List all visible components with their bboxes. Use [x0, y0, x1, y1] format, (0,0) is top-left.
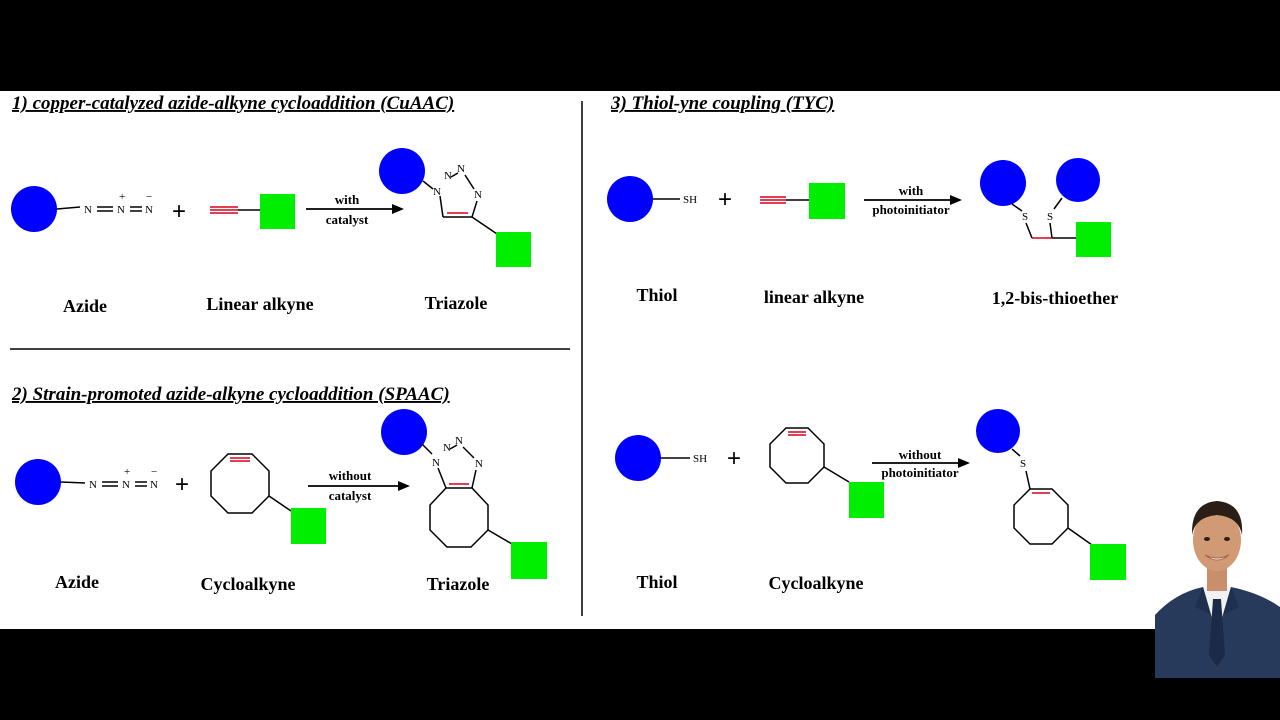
plus-charge: +: [124, 466, 130, 478]
green-group: [260, 194, 295, 229]
green-group: [496, 232, 531, 267]
blue-group: [980, 160, 1026, 206]
label-cycloalkyne: Cycloalkyne: [768, 573, 863, 593]
condition-top: without: [899, 447, 942, 462]
condition-bottom: catalyst: [326, 212, 369, 227]
azide-molecule: N N + N −: [15, 459, 158, 505]
blue-group: [11, 186, 57, 232]
green-group: [1090, 544, 1126, 580]
atom-s: S: [1020, 458, 1026, 470]
atom-n: N: [89, 479, 97, 491]
atom-n: N: [474, 189, 482, 201]
atom-n: N: [455, 435, 463, 447]
blue-group: [379, 148, 425, 194]
atom-sh: SH: [693, 453, 707, 465]
atom-n: N: [433, 186, 441, 198]
green-group: [511, 542, 547, 579]
green-group: [849, 482, 884, 518]
blue-group: [615, 435, 661, 481]
green-group: [809, 183, 845, 219]
plus-sign: +: [727, 445, 741, 472]
plus-charge: +: [119, 191, 125, 203]
cycloalkyne-molecule: [210, 453, 326, 544]
reaction-arrow: without photoinitiator: [872, 447, 970, 480]
atom-n: N: [122, 479, 130, 491]
minus-charge: −: [146, 191, 152, 203]
condition-bottom: photoinitiator: [881, 465, 959, 480]
section-tyc: 3) Thiol-yne coupling (TYC) SH + with ph…: [607, 93, 1126, 593]
atom-n: N: [150, 479, 158, 491]
atom-n: N: [475, 458, 483, 470]
atom-s: S: [1022, 211, 1028, 223]
blue-group: [607, 176, 653, 222]
thiol-molecule: SH: [607, 176, 697, 222]
reaction-diagram: 1) copper-catalyzed azide-alkyne cycload…: [10, 93, 1126, 616]
condition-top: with: [899, 183, 924, 198]
condition-top: without: [329, 468, 372, 483]
title-tyc: 3) Thiol-yne coupling (TYC): [610, 93, 834, 114]
title-cuaac: 1) copper-catalyzed azide-alkyne cycload…: [12, 93, 454, 114]
label-azide: Azide: [63, 296, 107, 316]
label-triazole: Triazole: [427, 574, 490, 594]
blue-group: [381, 409, 427, 455]
presenter-photo: [1155, 495, 1280, 678]
title-spaac: 2) Strain-promoted azide-alkyne cycloadd…: [11, 384, 450, 405]
linear-alkyne-molecule: [210, 194, 295, 229]
blue-group: [976, 409, 1020, 453]
bis-thioether-product: S S: [980, 158, 1111, 257]
atom-n: N: [84, 204, 92, 216]
reaction-arrow: without catalyst: [308, 468, 410, 503]
label-thiol: Thiol: [636, 572, 677, 592]
reaction-arrow: with catalyst: [306, 192, 404, 227]
condition-top: with: [335, 192, 360, 207]
atom-s: S: [1047, 211, 1053, 223]
blue-group: [15, 459, 61, 505]
slide: 1) copper-catalyzed azide-alkyne cycload…: [0, 91, 1280, 678]
atom-sh: SH: [683, 194, 697, 206]
blue-group: [1056, 158, 1100, 202]
green-group: [291, 508, 326, 544]
section-spaac: 2) Strain-promoted azide-alkyne cycloadd…: [11, 384, 547, 594]
green-group: [1076, 222, 1111, 257]
minus-charge: −: [151, 466, 157, 478]
triazole-product: N N N N: [381, 409, 547, 579]
triazole-product: N N N N: [379, 148, 531, 267]
linear-alkyne-molecule: [760, 183, 845, 219]
reaction-arrow: with photoinitiator: [864, 183, 962, 217]
label-cycloalkyne: Cycloalkyne: [200, 574, 295, 594]
label-triazole: Triazole: [425, 293, 488, 313]
atom-n: N: [117, 204, 125, 216]
azide-molecule: N N + N −: [11, 186, 153, 232]
atom-n: N: [443, 442, 451, 454]
plus-sign: +: [172, 198, 186, 225]
plus-sign: +: [718, 186, 732, 213]
condition-bottom: photoinitiator: [872, 202, 950, 217]
atom-n: N: [444, 170, 452, 182]
label-thiol: Thiol: [636, 285, 677, 305]
thiol-molecule: SH: [615, 435, 707, 481]
atom-n: N: [457, 163, 465, 175]
label-bis-thioether: 1,2-bis-thioether: [992, 288, 1118, 308]
vinyl-sulfide-product: S: [976, 409, 1126, 580]
label-linear-alkyne: linear alkyne: [764, 287, 864, 307]
label-linear-alkyne: Linear alkyne: [206, 294, 313, 314]
atom-n: N: [432, 457, 440, 469]
atom-n: N: [145, 204, 153, 216]
plus-sign: +: [175, 471, 189, 498]
section-cuaac: 1) copper-catalyzed azide-alkyne cycload…: [11, 93, 531, 316]
cycloalkyne-molecule: [769, 427, 884, 518]
condition-bottom: catalyst: [329, 488, 372, 503]
label-azide: Azide: [55, 572, 99, 592]
